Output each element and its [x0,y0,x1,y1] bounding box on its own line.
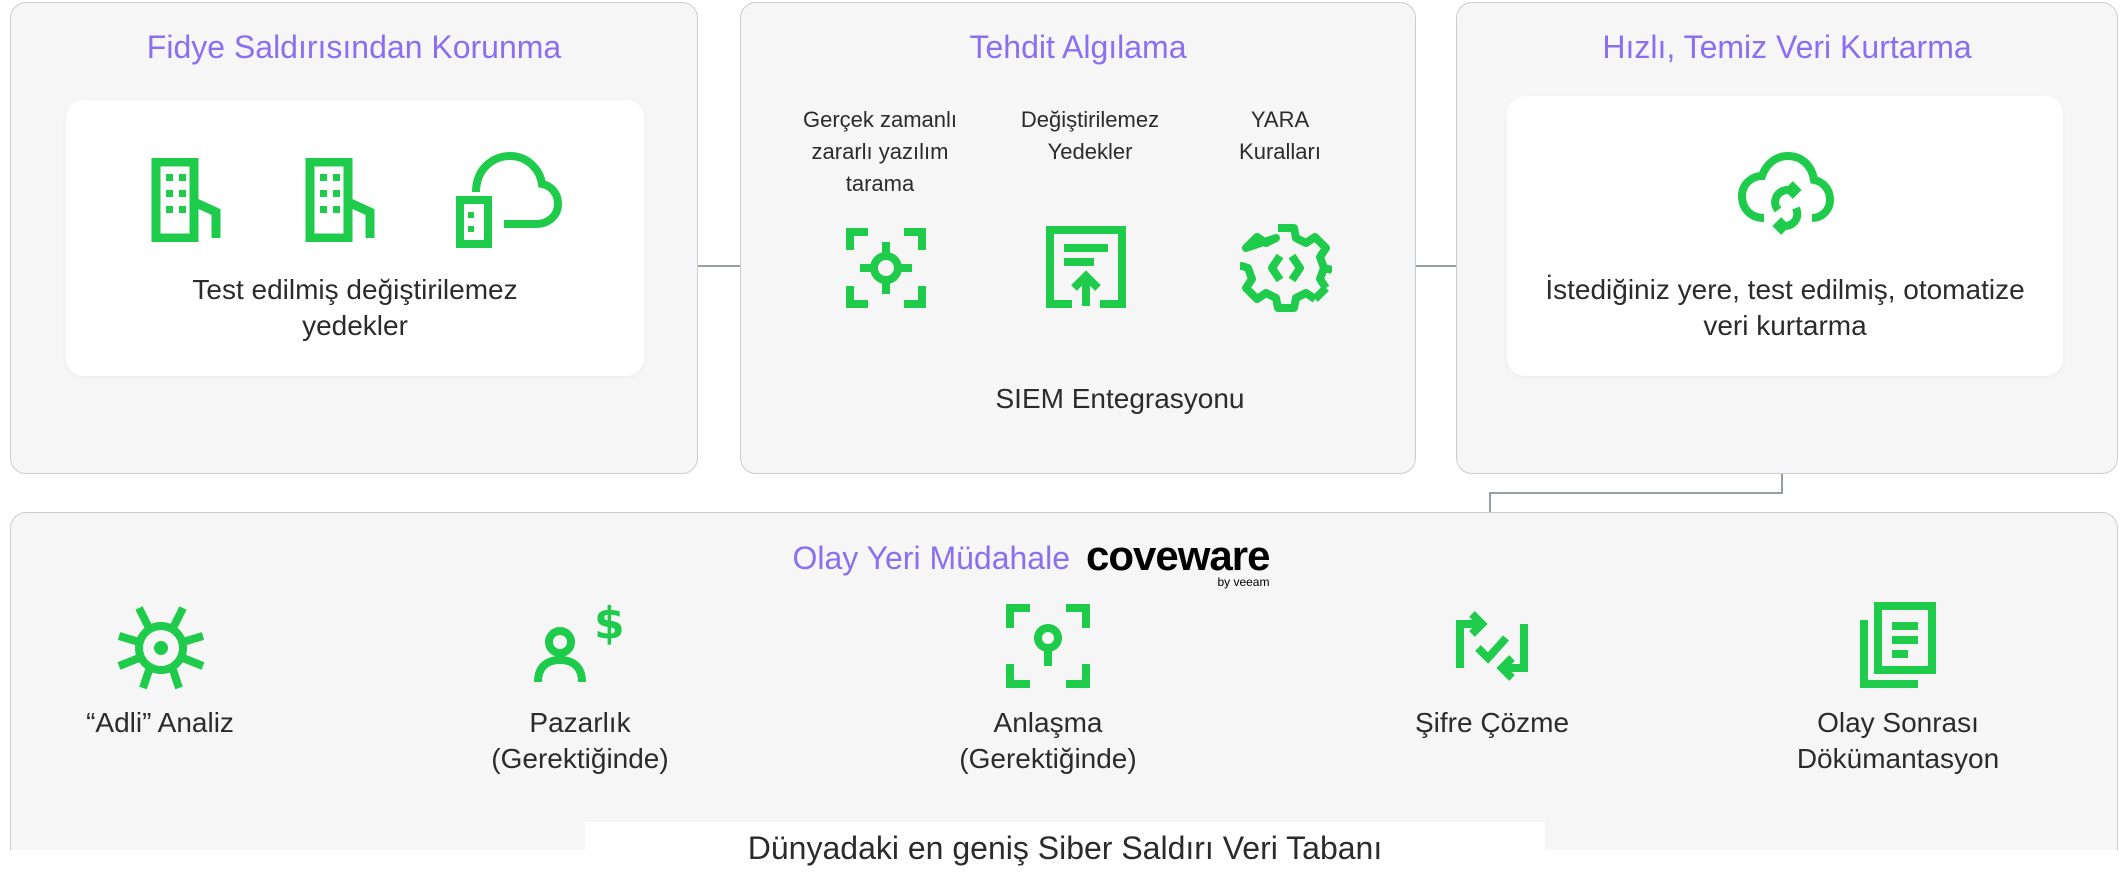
siem-integration-label: SIEM Entegrasyonu [995,383,1245,414]
coveware-logo: coveware by veeam [1086,532,1270,590]
panel-incident-response [10,512,2118,850]
step-label-immutable: Değiştirilemez Yedekler [1020,107,1160,164]
step-label-negotiation: Pazarlık (Gerektiğinde) [491,707,669,775]
scan-target-icon [846,228,926,308]
panel-title: Fidye Saldırısından Korunma [146,29,562,65]
svg-text:$: $ [594,600,622,649]
key-target-icon [1006,604,1090,688]
building-icon [150,158,234,242]
recovery-description: İstediğiniz yere, test edilmiş, otomatiz… [1545,274,2025,342]
step-label-documentation: Olay Sonrası Dökümantasyon [1796,707,2000,775]
decrypt-cycle-icon [1450,608,1534,684]
cloud-sync-icon [1738,152,1834,242]
incident-panel-title: Olay Yeri Müdahale [792,540,1070,576]
coveware-logo-name: coveware [1086,532,1270,579]
step-label-settlement: Anlaşma (Gerektiğinde) [959,707,1137,775]
immutable-backup-icon [1044,224,1128,308]
ransomware-description: Test edilmiş değiştirilemez yedekler [192,274,518,342]
step-label-scan: Gerçek zamanlı zararlı yazılım tarama [802,107,958,196]
gear-code-icon [1240,222,1332,314]
coveware-logo-tagline: by veeam [1217,575,1270,589]
step-label-decryption: Şifre Çözme [1414,707,1570,738]
panel-title: Tehdit Algılama [969,29,1187,65]
step-label-forensics: “Adli” Analiz [86,707,234,738]
cloud-building-icon [452,152,562,248]
panel-title: Hızlı, Temiz Veri Kurtarma [1602,29,1972,65]
recovery-card [1507,96,2063,376]
building-icon [304,158,388,242]
step-label-yara: YARA Kuralları [1239,107,1321,164]
bottom-caption: Dünyadaki en geniş Siber Saldırı Veri Ta… [585,822,1545,866]
person-dollar-icon: $ [532,600,622,686]
documents-icon [1858,600,1938,690]
bug-icon [115,602,207,692]
